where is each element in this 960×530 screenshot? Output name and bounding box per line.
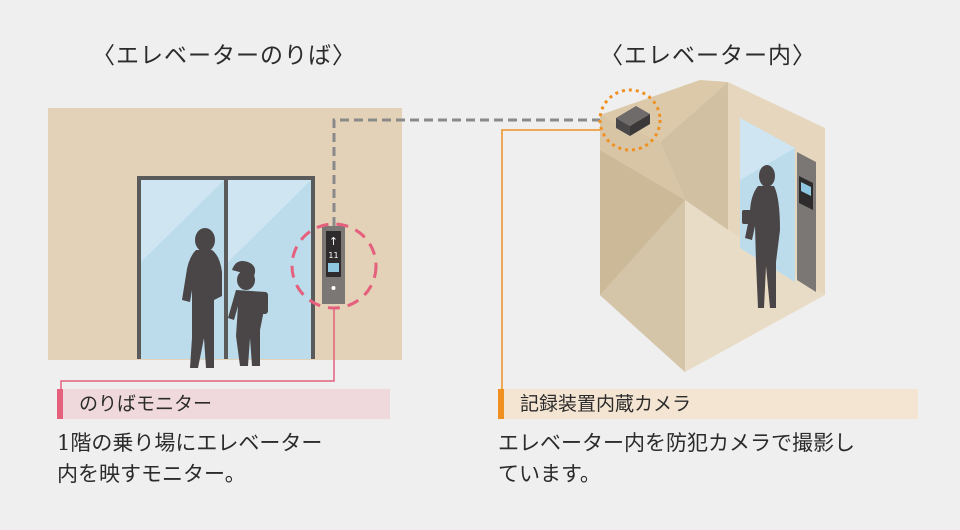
lobby-title: 〈エレベーターのりば〉 <box>92 43 356 69</box>
passenger-silhouette <box>742 165 780 308</box>
monitor-description: 1階の乗り場にエレベーター 内を映すモニター。 <box>57 428 322 490</box>
monitor-leader-line <box>60 308 335 392</box>
camera-leader-line <box>501 129 600 392</box>
camera-description: エレベーター内を防犯カメラで撮影し ています。 <box>498 428 855 490</box>
camera-label: 記録装置内蔵カメラ <box>498 389 918 419</box>
elevator-left-wall <box>600 115 685 200</box>
elevator-control-panel <box>797 152 816 292</box>
security-camera <box>616 106 650 136</box>
panel-floor: 11 <box>328 251 338 260</box>
monitor-description-line: 1階の乗り場にエレベーター <box>57 431 323 455</box>
panel-arrow: ↑ <box>329 235 338 248</box>
elevator-far-wall <box>660 82 728 230</box>
elevator-interior-title: 〈エレベーター内〉 <box>600 43 816 69</box>
adult-silhouette <box>182 228 222 368</box>
monitor-description-line: 内を映すモニター。 <box>57 462 246 486</box>
lobby-monitor-panel: ↑ 11 <box>322 226 345 304</box>
camera-description-line: エレベーター内を防犯カメラで撮影し <box>498 431 855 455</box>
camera-description-line: ています。 <box>498 462 601 486</box>
camera-highlight-circle <box>598 88 662 152</box>
monitor-label: のりばモニター <box>57 389 390 419</box>
monitor-camera-connector <box>332 118 600 226</box>
child-silhouette <box>228 261 268 366</box>
elevator-interior-scene <box>501 80 825 392</box>
lobby-scene: ↑ 11 <box>48 108 402 392</box>
